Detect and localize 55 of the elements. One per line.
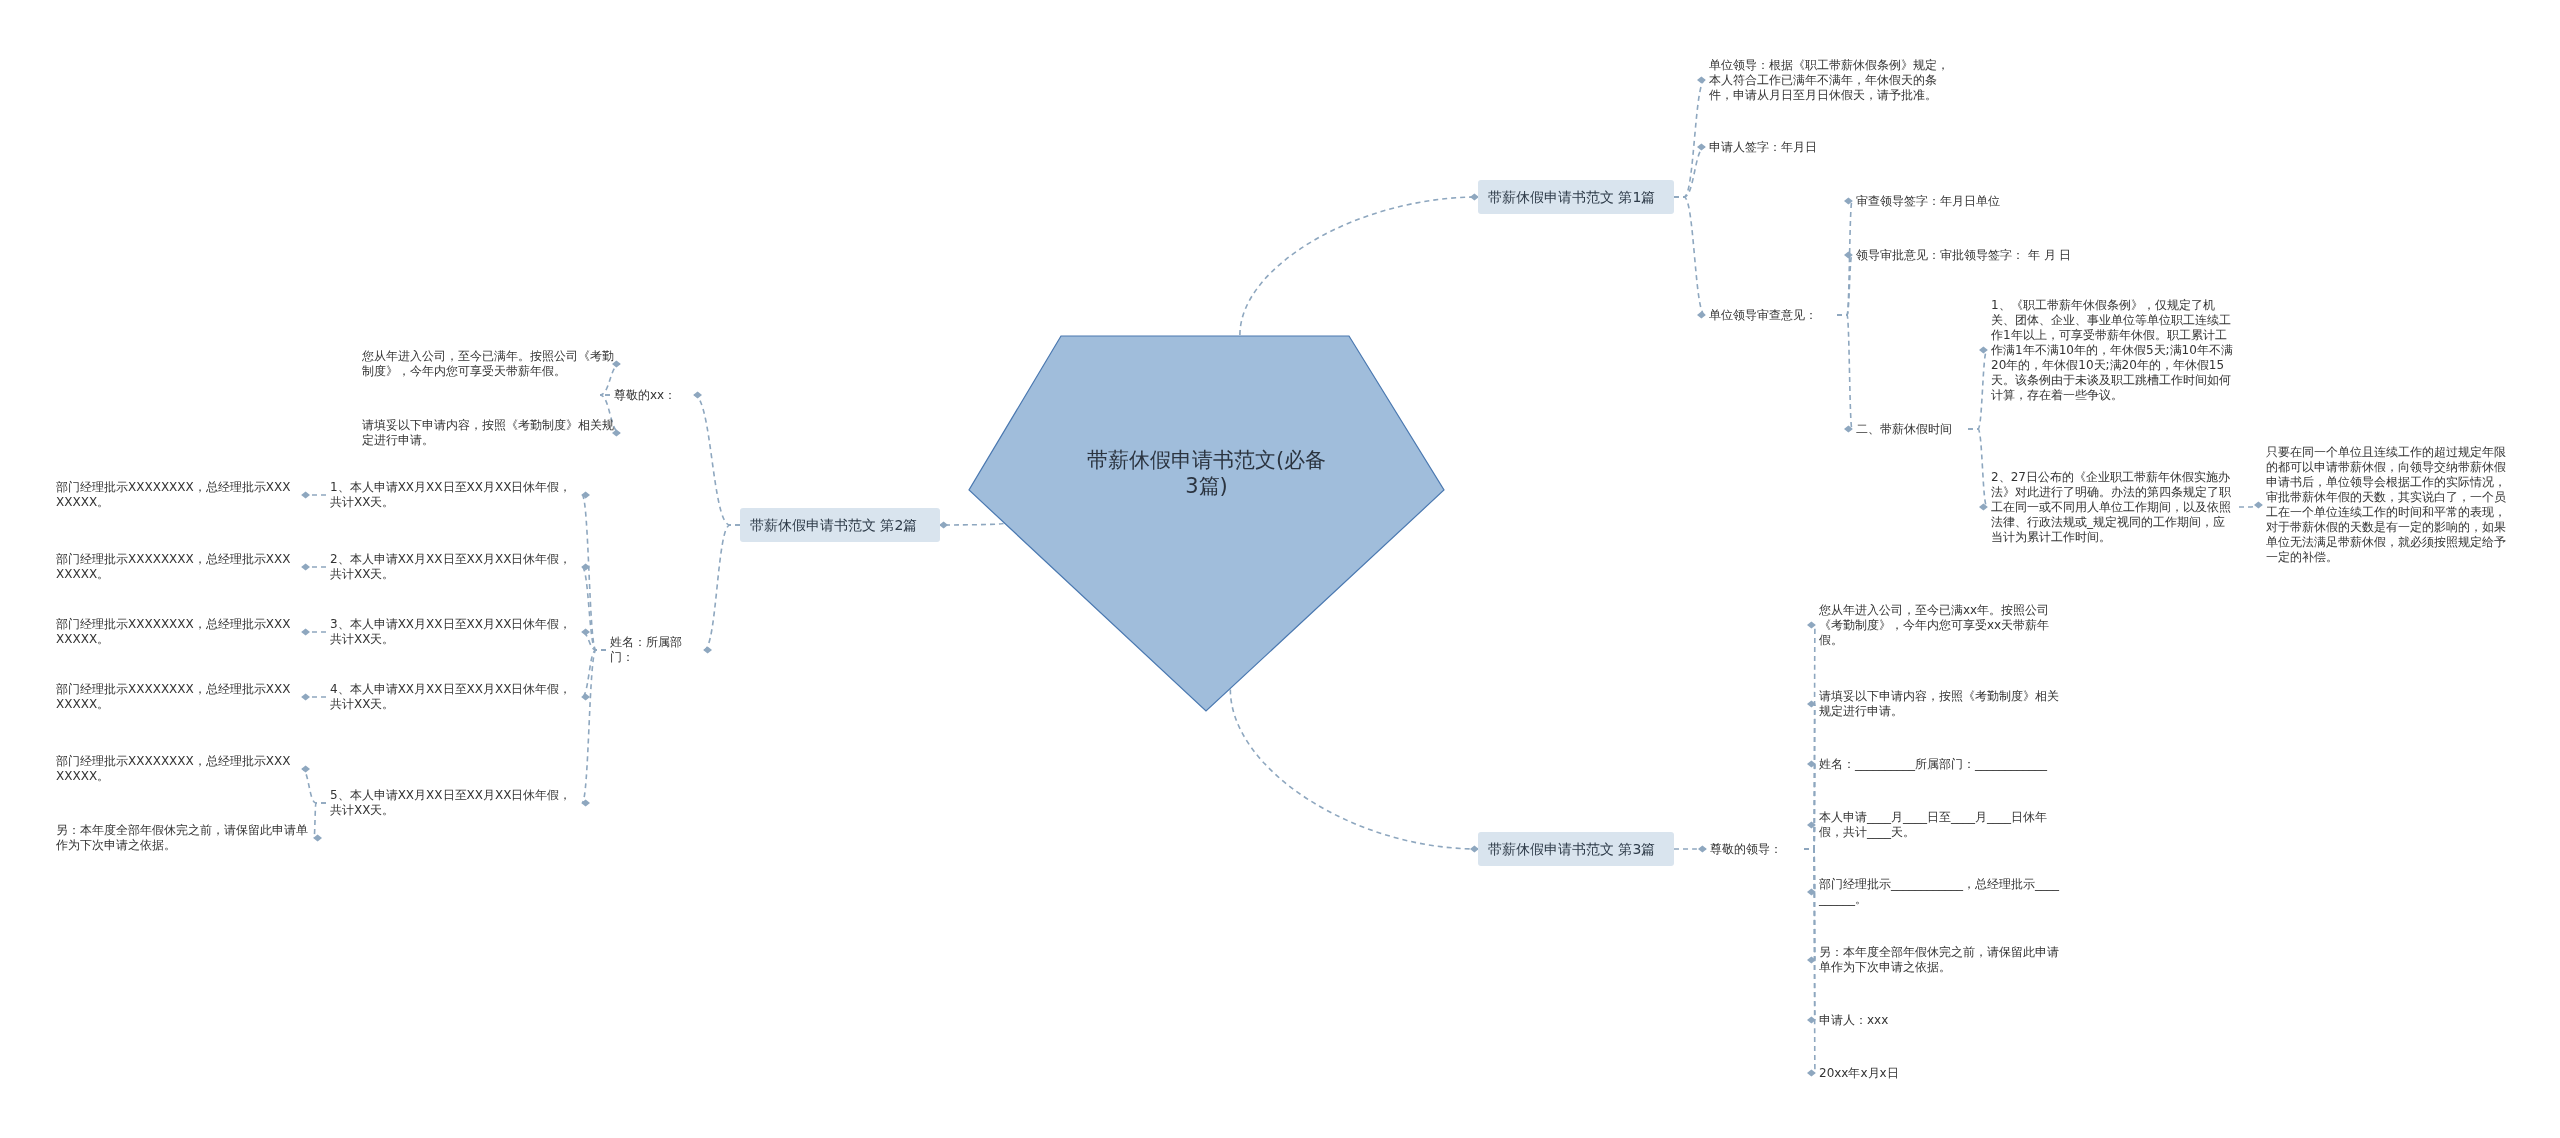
connector xyxy=(580,649,607,804)
connector xyxy=(939,521,1005,529)
topic-text: 1、本人申请XX月XX日至XX月XX日休年假，共计XX天。 xyxy=(326,480,582,510)
connector xyxy=(301,628,327,636)
topic-text: 部门经理批示XXXXXXXX，总经理批示XXXXXXXX。 xyxy=(52,480,302,510)
connector xyxy=(1836,314,1855,430)
connector xyxy=(301,563,327,571)
topic-text: 申请人签字：年月日 xyxy=(1705,139,1855,155)
topic-text: 5、本人申请XX月XX日至XX月XX日休年假，共计XX天。 xyxy=(326,788,582,818)
topic-text: 本人申请____月____日至____月____日休年假，共计____天。 xyxy=(1815,810,2067,840)
topic-text: 请填妥以下申请内容，按照《考勤制度》相关规定进行申请。 xyxy=(1815,689,2067,719)
connector xyxy=(1239,193,1479,336)
topic-text: 您从年进入公司，至今已满年。按照公司《考勤制度》，今年内您可享受天带薪年假。 xyxy=(358,349,620,379)
connector xyxy=(599,361,621,396)
topic-text: 部门经理批示XXXXXXXX，总经理批示XXXXXXXX。 xyxy=(52,754,302,784)
topic-text: 二、带薪休假时间 xyxy=(1852,421,1968,437)
topic-text: 部门经理批示XXXXXXXX，总经理批示XXXXXXXX。 xyxy=(52,552,302,582)
topic-text: 姓名：__________所属部门：____________ xyxy=(1815,756,2067,772)
connector xyxy=(301,693,327,701)
connector xyxy=(1673,845,1707,853)
connector xyxy=(2238,501,2263,509)
topic-text: 2、本人申请XX月XX日至XX月XX日休年假，共计XX天。 xyxy=(326,552,582,582)
topic-text: 审查领导签字：年月日单位 xyxy=(1852,193,2042,209)
topic-text: 2、27日公布的《企业职工带薪年休假实施办法》对此进行了明确。办法的第四条规定了职工在同一或不同用人单位工作期间，以及依照法律、行政法规或_规定视同的工作期间，应当计为累计工作时间。 xyxy=(1987,469,2239,545)
topic-text: 另：本年度全部年假休完之前，请保留此申请单作为下次申请之依据。 xyxy=(1815,945,2067,975)
connector xyxy=(311,802,327,839)
topic-text: 20xx年x月x日 xyxy=(1815,1065,2067,1081)
topic-text: 只要在同一个单位且连续工作的超过规定年限的都可以申请带薪休假，向领导交纳带薪休假申请书后，单位领导会根据工作的实际情况，审批带薪休年假的天数，其实说白了，一个员工在一个单位连续工作的时间和平常的表现，对于带薪休假的天数是有一定的影响的，如果单位无法满足带薪休假，就必须按照规定给予一定的补偿。 xyxy=(2262,445,2520,565)
topic-text: 尊敬的领导： xyxy=(1706,841,1804,857)
topic-text: 3、本人申请XX月XX日至XX月XX日休年假，共计XX天。 xyxy=(326,617,582,647)
topic-text: 尊敬的xx： xyxy=(610,387,694,403)
topic-text: 部门经理批示XXXXXXXX，总经理批示XXXXXXXX。 xyxy=(52,617,302,647)
branch-topic: 带薪休假申请书范文 第3篇 xyxy=(1478,832,1674,866)
branch-topic: 带薪休假申请书范文 第2篇 xyxy=(740,508,940,542)
topic-text: 请填妥以下申请内容，按照《考勤制度》相关规定进行申请。 xyxy=(358,418,620,448)
topic-text: 姓名：所属部门： xyxy=(606,635,704,665)
topic-text: 4、本人申请XX月XX日至XX月XX日休年假，共计XX天。 xyxy=(326,682,582,712)
topic-text: 部门经理批示____________，总经理批示__________。 xyxy=(1815,877,2067,907)
connector xyxy=(1673,196,1706,316)
topic-text: 领导审批意见：审批领导签字： 年 月 日 xyxy=(1852,247,2092,263)
topic-text: 部门经理批示XXXXXXXX，总经理批示XXXXXXXX。 xyxy=(52,682,302,712)
topic-text: 单位领导审查意见： xyxy=(1705,307,1837,323)
connector xyxy=(703,524,741,651)
topic-text: 您从年进入公司，至今已满xx年。按照公司《考勤制度》，今年内您可享受xx天带薪年假。 xyxy=(1815,602,2067,648)
topic-text: 1、《职工带薪年休假条例》，仅规定了机关、团体、企业、事业单位等单位职工连续工作1年以上，可享受带薪年休假。职工累计工作满1年不满10年的，年休假5天;满10年不满20年的，年休假10天;满20年的，年休假15天。该条例由于未谈及职工跳槽工作时间如何计算，存在着一些争议。 xyxy=(1987,297,2239,403)
central-topic-text: 带薪休假申请书范文(必备3篇) xyxy=(1086,447,1327,499)
branch-topic: 带薪休假申请书范文 第1篇 xyxy=(1478,180,1674,214)
connector xyxy=(1803,848,1819,1074)
topic-text: 申请人：xxx xyxy=(1815,1012,2067,1028)
topic-text: 另：本年度全部年假休完之前，请保留此申请单作为下次申请之依据。 xyxy=(52,823,314,853)
connector xyxy=(1967,428,1988,508)
connector xyxy=(1229,688,1479,853)
topic-text: 单位领导：根据《职工带薪休假条例》规定，本人符合工作已满年不满年，年休假天的条件，申请从月日至月日休假天，请予批准。 xyxy=(1705,57,1955,103)
connector xyxy=(301,491,327,499)
connector xyxy=(599,394,621,436)
